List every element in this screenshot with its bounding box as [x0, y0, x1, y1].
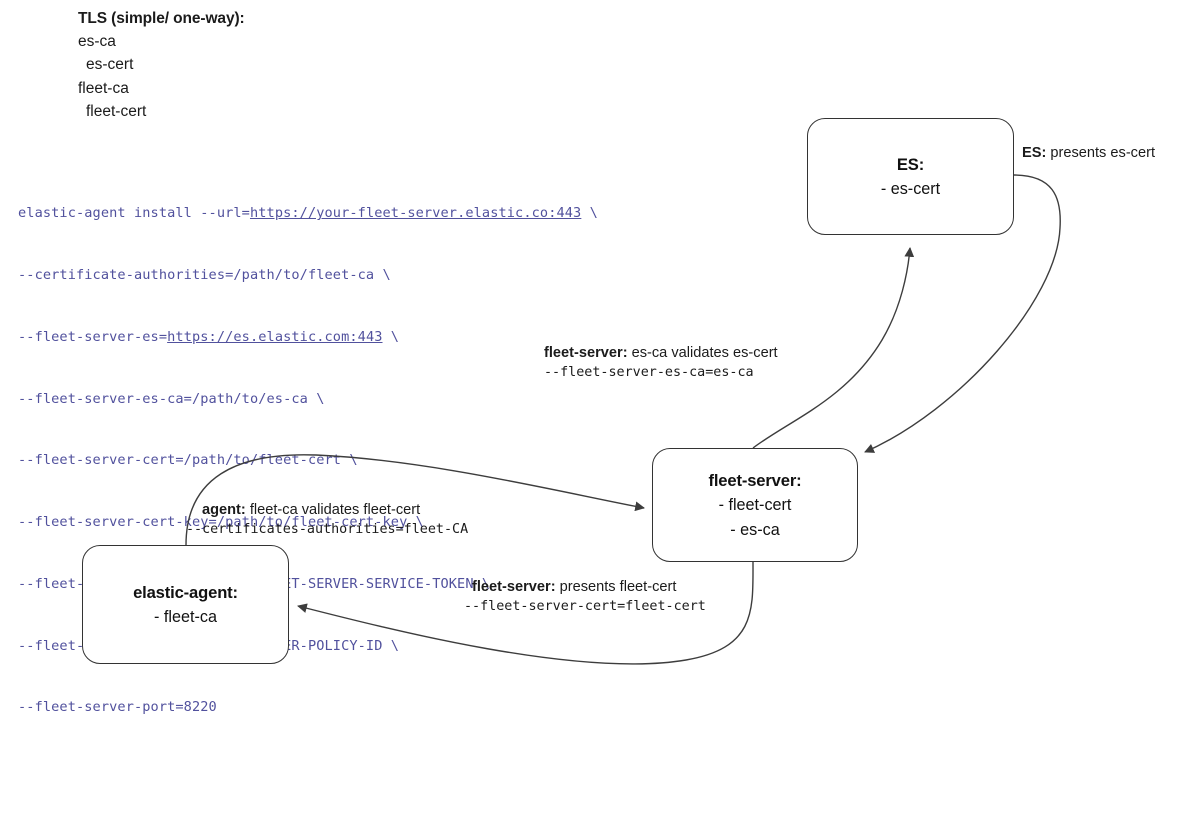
- edge-label-flag: --fleet-server-es-ca=es-ca: [544, 365, 754, 380]
- edge-label-flag: --fleet-server-cert=fleet-cert: [464, 599, 706, 614]
- edge-label-es-presents: ES: presents es-cert: [1022, 144, 1155, 163]
- edge-es-to-fleet-server: [864, 174, 1061, 453]
- legend-title: TLS (simple/ one-way):: [78, 10, 245, 27]
- command-text: \: [581, 205, 598, 222]
- node-es[interactable]: ES: - es-cert: [807, 118, 1014, 235]
- edge-fleet-server-to-agent: [297, 561, 754, 665]
- command-url-es[interactable]: https://es.elastic.com:443: [167, 328, 383, 345]
- edge-label-fleet-presents: fleet-server: presents fleet-cert --flee…: [464, 578, 706, 617]
- tls-legend: TLS (simple/ one-way): es-ca es-cert fle…: [78, 7, 245, 123]
- command-line-2: --certificate-authorities=/path/to/fleet…: [18, 266, 391, 283]
- node-fleet-server-title: fleet-server:: [708, 470, 802, 490]
- node-fleet-server-item-fleet-cert: - fleet-cert: [718, 495, 792, 514]
- edge-label-actor: ES:: [1022, 145, 1047, 161]
- edge-label-actor: fleet-server:: [544, 345, 628, 361]
- edge-label-prose: presents es-cert: [1046, 145, 1156, 161]
- command-line-9: --fleet-server-port=8220: [18, 699, 217, 716]
- node-fleet-server[interactable]: fleet-server: - fleet-cert - es-ca: [652, 448, 858, 562]
- edge-label-fleet-validates: fleet-server: es-ca validates es-cert --…: [544, 344, 778, 383]
- edge-label-text: fleet-server: presents fleet-cert: [472, 578, 706, 597]
- command-line-5: --fleet-server-cert=/path/to/fleet-cert …: [18, 452, 358, 469]
- command-url-fleet-server[interactable]: https://your-fleet-server.elastic.co:443: [249, 205, 582, 222]
- edge-agent-to-fleet-server: [185, 454, 645, 546]
- edge-label-prose: presents fleet-cert: [555, 579, 677, 595]
- command-text: --fleet-server-es=: [18, 328, 168, 345]
- edge-label-actor: agent:: [202, 502, 246, 518]
- command-line-6: --fleet-server-cert-key=/path/to/fleet-c…: [18, 514, 424, 531]
- node-es-title: ES:: [896, 154, 925, 174]
- legend-item-es-cert: es-cert: [86, 56, 134, 74]
- node-es-item-es-cert: - es-cert: [880, 179, 941, 198]
- command-line-1: elastic-agent install --url=https://your…: [18, 203, 598, 224]
- node-elastic-agent[interactable]: elastic-agent: - fleet-ca: [82, 545, 289, 664]
- command-line-3: --fleet-server-es=https://es.elastic.com…: [18, 327, 598, 348]
- edge-label-text: ES: presents es-cert: [1022, 144, 1155, 163]
- node-fleet-server-item-es-ca: - es-ca: [730, 520, 780, 539]
- edge-label-actor: fleet-server:: [472, 579, 556, 595]
- edge-label-text: agent: fleet-ca validates fleet-cert: [202, 501, 468, 520]
- legend-item-es-ca: es-ca: [78, 33, 116, 51]
- edge-fleet-server-to-es: [752, 247, 915, 449]
- edge-label-prose: es-ca validates es-cert: [627, 345, 778, 361]
- edge-label-prose: fleet-ca validates fleet-cert: [245, 502, 421, 518]
- edge-label-flag: --certificates-authorities=fleet-CA: [186, 522, 469, 537]
- node-elastic-agent-item-fleet-ca: - fleet-ca: [154, 607, 217, 626]
- legend-item-fleet-cert: fleet-cert: [86, 102, 147, 120]
- edge-label-text: fleet-server: es-ca validates es-cert: [544, 344, 778, 363]
- node-elastic-agent-title: elastic-agent:: [133, 582, 238, 602]
- command-text: elastic-agent install --url=: [18, 205, 250, 222]
- command-line-4: --fleet-server-es-ca=/path/to/es-ca \: [18, 390, 325, 407]
- edge-label-agent-validates: agent: fleet-ca validates fleet-cert --c…: [186, 501, 468, 540]
- legend-item-fleet-ca: fleet-ca: [78, 79, 129, 97]
- command-text: \: [382, 328, 400, 345]
